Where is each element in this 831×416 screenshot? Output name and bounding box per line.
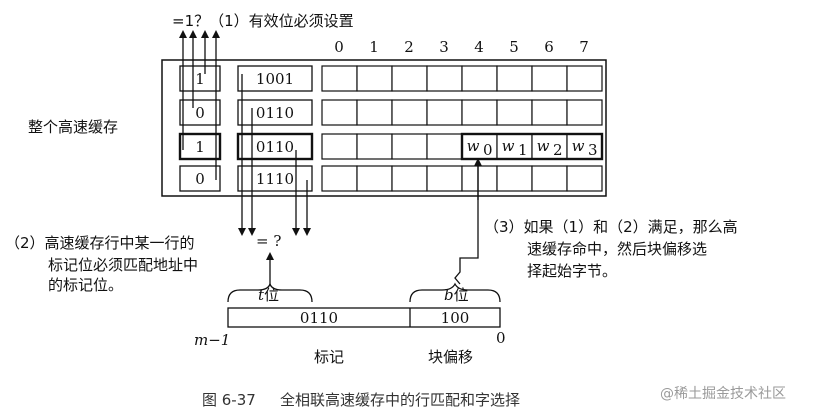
step2-line: （2）高速缓存行中某一行的 [5,234,195,252]
block-cell [391,99,428,126]
step2-line: 的标记位。 [48,276,123,294]
block-cell [391,133,428,160]
block-cell [566,165,603,192]
block-cell [391,165,428,192]
address-right-index: 0 [496,329,506,347]
block-cell [496,65,533,92]
address-bar [227,307,501,328]
column-index: 2 [404,38,414,56]
address-offset-caption: 块偏移 [428,348,473,366]
step3-line: 速缓存命中，然后块偏移选 [527,240,707,258]
column-indices: 0 1 2 3 4 5 6 7 [334,38,589,56]
tag-value: 1001 [256,70,294,88]
word-label: w [467,137,480,155]
block-cell [426,65,463,92]
block-cell [321,65,358,92]
valid-bit: 0 [195,104,205,122]
tag-compare-label: = ? [256,232,281,250]
cache-line: 0 1110 [179,165,603,192]
tag-cell [237,65,313,92]
cache-label: 整个高速缓存 [28,118,118,136]
column-index: 3 [439,38,449,56]
tag-value: 1110 [256,170,294,188]
column-index: 6 [544,38,554,56]
word-label: w [537,137,550,155]
valid-check-label: =1？（1）有效位必须设置 [172,12,354,30]
offset-width-label: b位 [444,286,469,304]
column-index: 4 [474,38,484,56]
address-tag-caption: 标记 [314,348,344,366]
block-cell [356,165,393,192]
tag-brace [227,281,313,303]
block-cell [496,165,533,192]
block-cell [321,99,358,126]
block-cell [531,65,568,92]
block-cell [531,165,568,192]
offset-brace [409,282,501,303]
block-cell [356,133,393,160]
valid-bit: 1 [195,138,205,156]
step3-line: （3）如果（1）和（2）满足，那么高 [484,218,738,236]
address-offset-value: 100 [441,309,470,327]
word-label: w [502,137,515,155]
block-cell [531,133,568,160]
block-cell [391,65,428,92]
step3-line: 择起始字节。 [527,262,617,280]
word-index: 2 [553,141,563,159]
block-cell [356,99,393,126]
watermark-text: @稀土掘金技术社区 [660,386,786,402]
column-index: 7 [579,38,589,56]
tag-arrows [238,74,311,236]
tag-width-label: t位 [258,286,279,304]
valid-bit-cell [179,65,221,92]
valid-bit-arrows [179,30,220,180]
selected-block-range [460,132,604,161]
cache-line: 0 0110 [179,99,603,126]
block-cell [461,99,498,126]
block-cell [426,133,463,160]
figure-number: 图 6-37 [202,391,256,409]
block-cell [461,65,498,92]
address-left-index: m−1 [194,331,230,349]
offset-connector [454,158,479,285]
column-index: 5 [509,38,519,56]
block-cell [566,133,603,160]
block-cell [321,165,358,192]
block-cell [496,99,533,126]
word-index: 3 [588,141,598,159]
tag-value: 0110 [256,138,294,156]
figure-title: 全相联高速缓存中的行匹配和字选择 [280,391,520,409]
block-cell [426,99,463,126]
tag-value: 0110 [256,104,294,122]
block-cell [321,133,358,160]
tag-cell [237,165,313,192]
step2-line: 标记位必须匹配地址中 [48,256,198,274]
valid-bit-cell [178,132,222,161]
block-cell [531,99,568,126]
tag-cell [236,132,314,161]
word-label: w [572,137,585,155]
block-cell [461,165,498,192]
address-tag-value: 0110 [300,309,338,327]
word-index: 1 [518,141,528,159]
column-index: 0 [334,38,344,56]
block-cell [426,165,463,192]
block-cell [566,65,603,92]
valid-bit: 0 [195,170,205,188]
block-cell [356,65,393,92]
word-index: 0 [483,141,493,159]
column-index: 1 [369,38,379,56]
cache-line: 1 1001 [179,65,603,92]
tag-cell [237,99,313,126]
block-cell [566,99,603,126]
valid-bit: 1 [195,70,205,88]
valid-bit-cell [179,99,221,126]
valid-bit-cell [179,165,221,192]
